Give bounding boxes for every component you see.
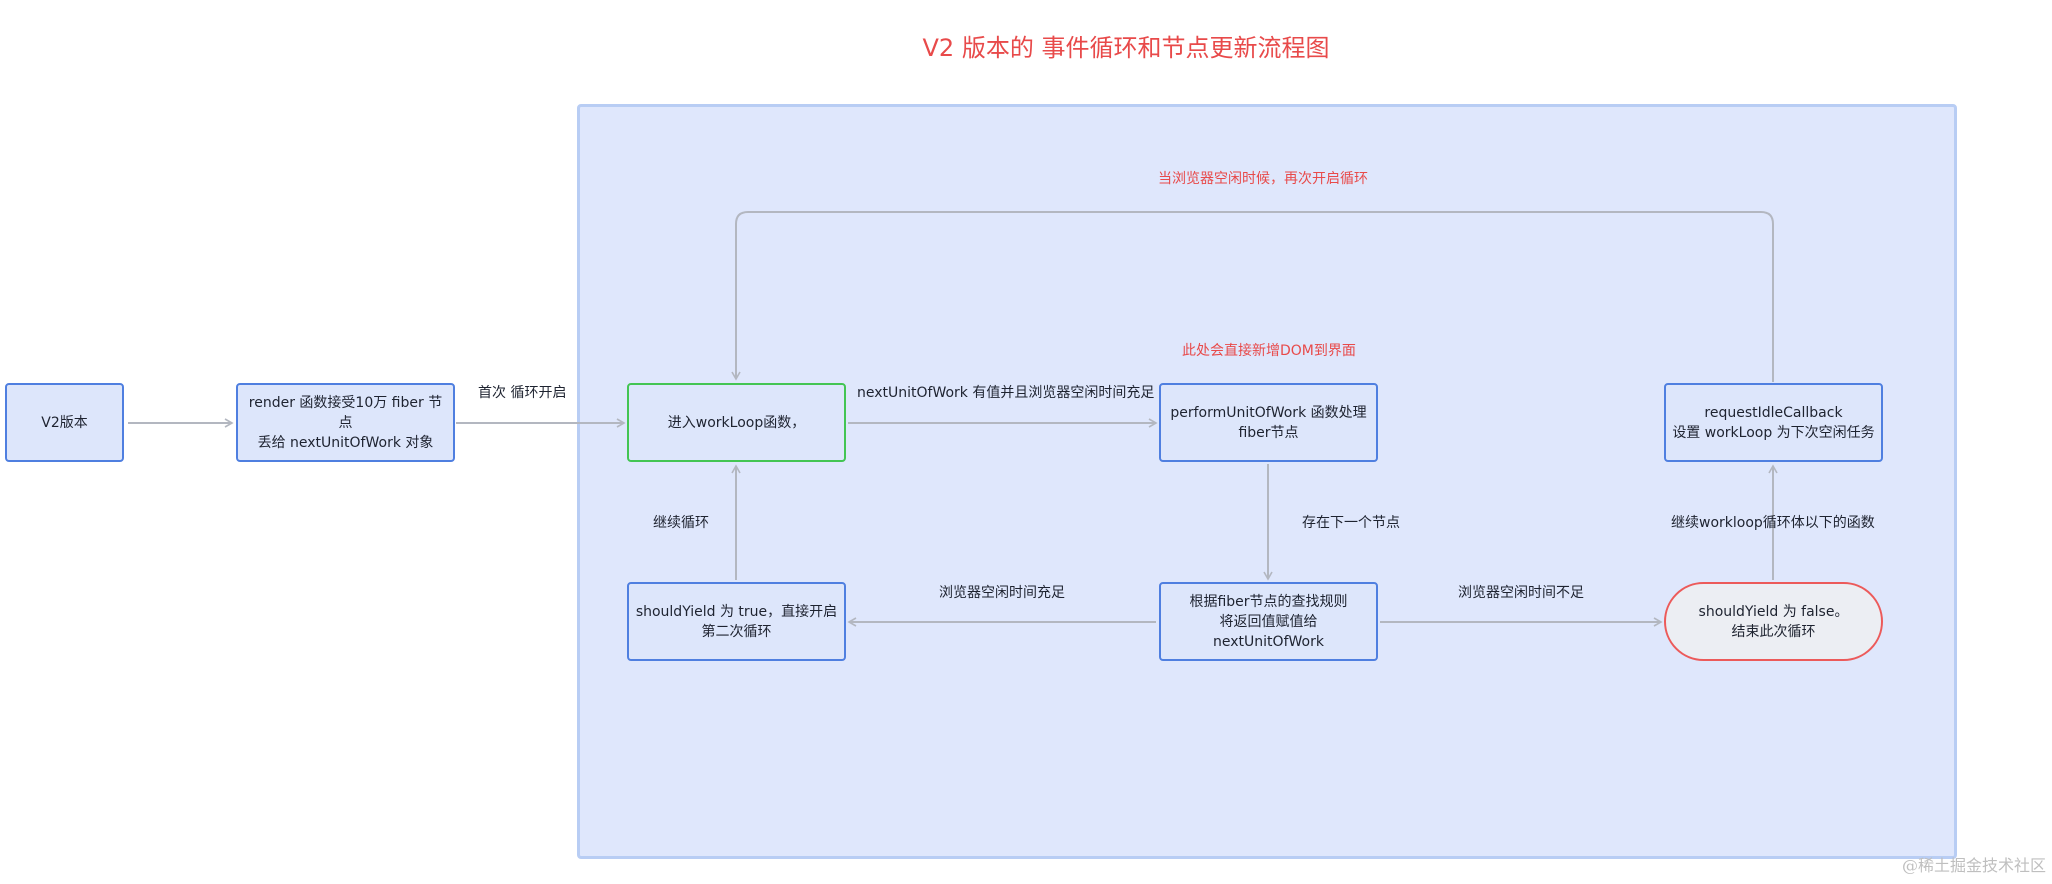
node-v2-version-text: V2版本 xyxy=(41,414,88,431)
label-dom-note: 此处会直接新增DOM到界面 xyxy=(1182,343,1356,359)
label-has-work: nextUnitOfWork 有值并且浏览器空闲时间充足 xyxy=(857,385,1155,401)
label-next-node: 存在下一个节点 xyxy=(1302,515,1400,531)
node-render-function: render 函数接受10万 fiber 节点 丢给 nextUnitOfWor… xyxy=(236,383,455,462)
node-should-yield-true-text: shouldYield 为 true，直接开启 第二次循环 xyxy=(635,603,838,640)
node-should-yield-false: shouldYield 为 false。 结束此次循环 xyxy=(1664,582,1883,661)
label-idle-short: 浏览器空闲时间不足 xyxy=(1458,585,1584,601)
node-find-next-fiber: 根据fiber节点的查找规则 将返回值赋值给 nextUnitOfWork xyxy=(1159,582,1378,661)
diagram-title: V2 版本的 事件循环和节点更新流程图 xyxy=(922,34,1330,62)
node-should-yield-true: shouldYield 为 true，直接开启 第二次循环 xyxy=(627,582,846,661)
node-perform-unit-of-work-text: performUnitOfWork 函数处理 fiber节点 xyxy=(1170,404,1367,441)
label-first-loop: 首次 循环开启 xyxy=(478,385,567,401)
node-request-idle-callback: requestIdleCallback 设置 workLoop 为下次空闲任务 xyxy=(1664,383,1883,462)
node-render-function-text: render 函数接受10万 fiber 节点 丢给 nextUnitOfWor… xyxy=(248,394,443,451)
node-find-next-fiber-text: 根据fiber节点的查找规则 将返回值赋值给 nextUnitOfWork xyxy=(1189,593,1348,650)
watermark: @稀土掘金技术社区 xyxy=(1901,856,2046,875)
arrow-ric-loop-back xyxy=(731,211,1774,382)
node-enter-workloop-text: 进入workLoop函数， xyxy=(667,414,806,431)
node-enter-workloop: 进入workLoop函数， xyxy=(627,383,846,462)
node-v2-version: V2版本 xyxy=(5,383,124,462)
label-continue-workloop: 继续workloop循环体以下的函数 xyxy=(1671,515,1875,531)
label-idle-again: 当浏览器空闲时候，再次开启循环 xyxy=(1158,171,1368,187)
node-perform-unit-of-work: performUnitOfWork 函数处理 fiber节点 xyxy=(1159,383,1378,462)
label-idle-enough: 浏览器空闲时间充足 xyxy=(939,585,1065,601)
label-continue-loop: 继续循环 xyxy=(653,515,709,531)
node-request-idle-callback-text: requestIdleCallback 设置 workLoop 为下次空闲任务 xyxy=(1672,404,1875,441)
node-should-yield-false-text: shouldYield 为 false。 结束此次循环 xyxy=(1698,603,1849,640)
